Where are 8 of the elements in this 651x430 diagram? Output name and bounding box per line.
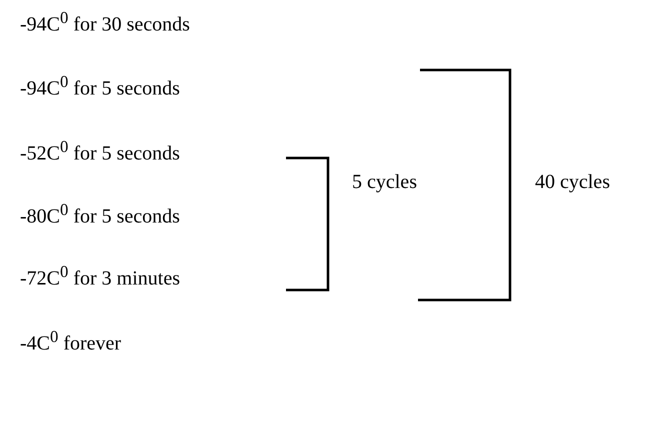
cycle-count: 40 cycles — [535, 170, 610, 194]
step-text: -94C$^{0}$ for 5 seconds — [20, 71, 180, 101]
step-text: -80C$^{0}$ for 5 seconds — [20, 199, 180, 229]
step-text: -94C$^{0}$ for 30 seconds — [20, 7, 190, 37]
step-text: -4C$^{0}$ forever — [20, 326, 122, 356]
step-text: -72C$^{0}$ for 3 minutes — [20, 261, 180, 291]
cycle-count: 5 cycles — [352, 170, 417, 194]
step-text: -52C$^{0}$ for 5 seconds — [20, 136, 180, 166]
